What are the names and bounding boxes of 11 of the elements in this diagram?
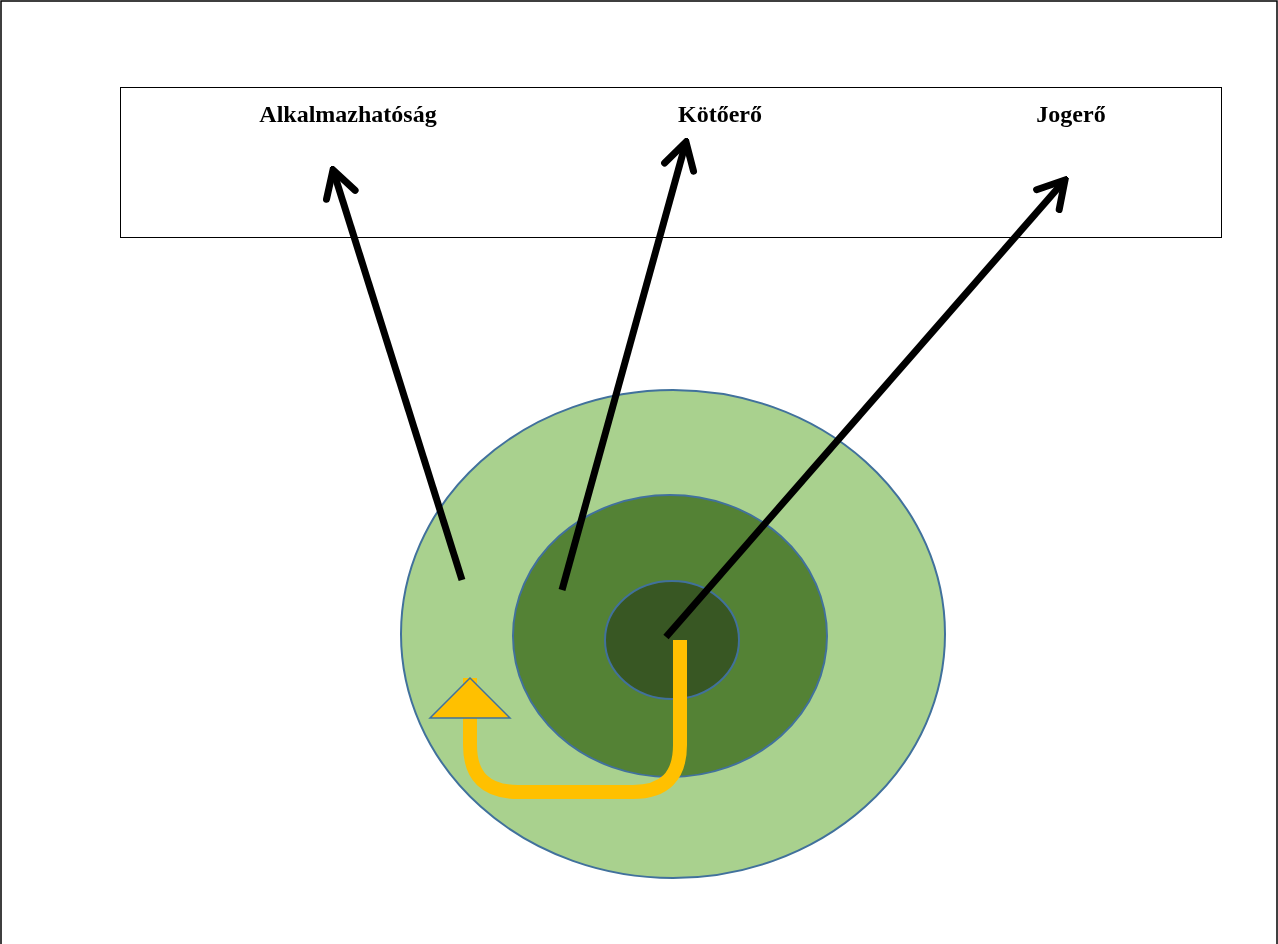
label-text: Jogerő — [1001, 101, 1141, 181]
ellipse — [400, 389, 946, 879]
arrow — [323, 166, 466, 582]
ellipse — [604, 580, 740, 700]
label-text: Kötőerő — [637, 101, 803, 143]
arrow — [663, 176, 1069, 640]
ellipse — [512, 494, 828, 778]
header-box — [120, 87, 1222, 238]
arrow — [558, 138, 697, 591]
arrow — [429, 640, 687, 799]
label-text: Alkalmazhatóság — [221, 101, 475, 171]
